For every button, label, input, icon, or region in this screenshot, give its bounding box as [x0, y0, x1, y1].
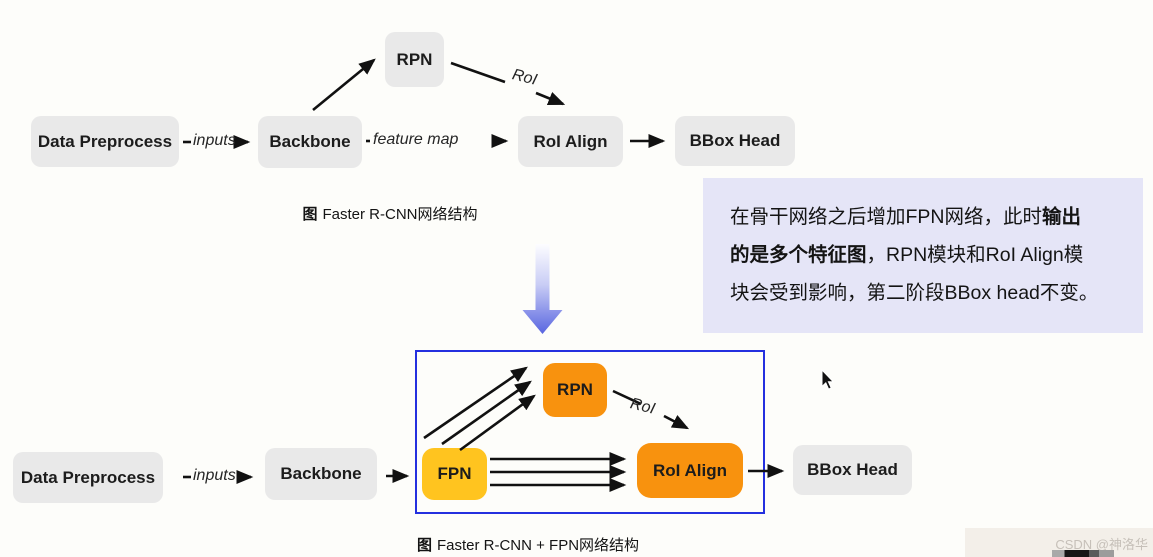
node-fpn: FPN	[422, 448, 487, 500]
note-line-2: 的是多个特征图，RPN模块和RoI Align模	[730, 236, 1143, 274]
watermark-area: CSDN @神洛华	[965, 528, 1153, 557]
mouse-cursor-icon	[821, 368, 835, 390]
node-bbox-head-bottom: BBox Head	[793, 445, 912, 495]
watermark-progress-bar	[1052, 550, 1114, 557]
arrow-rpn-to-roialign-top-seg1	[450, 61, 506, 84]
node-data-preprocess-bottom: Data Preprocess	[13, 452, 163, 503]
note-line-3-regular: 块会受到影响，第二阶段BBox head不变。	[730, 282, 1099, 304]
node-rpn-top: RPN	[385, 32, 444, 87]
node-bbox-head-top: BBox Head	[675, 116, 795, 166]
node-roi-align-top: RoI Align	[518, 116, 623, 167]
node-backbone-bottom: Backbone	[265, 448, 377, 500]
caption-text-top: Faster R-CNN网络结构	[322, 206, 478, 223]
note-line-1-regular: 在骨干网络之后增加FPN网络，此时	[730, 206, 1043, 228]
node-roi-align-bottom: RoI Align	[637, 443, 743, 498]
note-line-3: 块会受到影响，第二阶段BBox head不变。	[730, 274, 1143, 312]
arrow-backbone-to-rpn-top	[312, 58, 376, 112]
node-backbone-top: Backbone	[258, 116, 362, 168]
note-line-2-regular: ，RPN模块和RoI Align模	[866, 244, 1084, 266]
note-line-1-bold: 输出	[1042, 206, 1082, 228]
caption-text-bottom: Faster R-CNN + FPN网络结构	[436, 537, 640, 554]
transition-arrow-down	[522, 244, 563, 334]
node-rpn-bottom: RPN	[543, 363, 607, 417]
edge-label-roi-top: RoI	[510, 66, 539, 89]
arrow-rpn-to-roialign-top-seg2	[535, 91, 566, 106]
note-line-2-bold: 的是多个特征图	[730, 244, 867, 266]
edge-label-inputs-bottom: inputs	[193, 467, 236, 484]
fpn-group-rect	[415, 350, 765, 514]
caption-prefix-bottom: 图	[416, 537, 432, 554]
note-box: 在骨干网络之后增加FPN网络，此时输出 的是多个特征图，RPN模块和RoI Al…	[703, 178, 1143, 333]
node-data-preprocess-top: Data Preprocess	[31, 116, 179, 167]
edge-label-inputs-top: inputs	[193, 132, 236, 149]
note-line-1: 在骨干网络之后增加FPN网络，此时输出	[730, 198, 1143, 236]
watermark-text: CSDN @神洛华	[1055, 537, 1148, 552]
caption-prefix-top: 图	[302, 206, 318, 223]
edge-label-feature-map: feature map	[373, 131, 459, 148]
